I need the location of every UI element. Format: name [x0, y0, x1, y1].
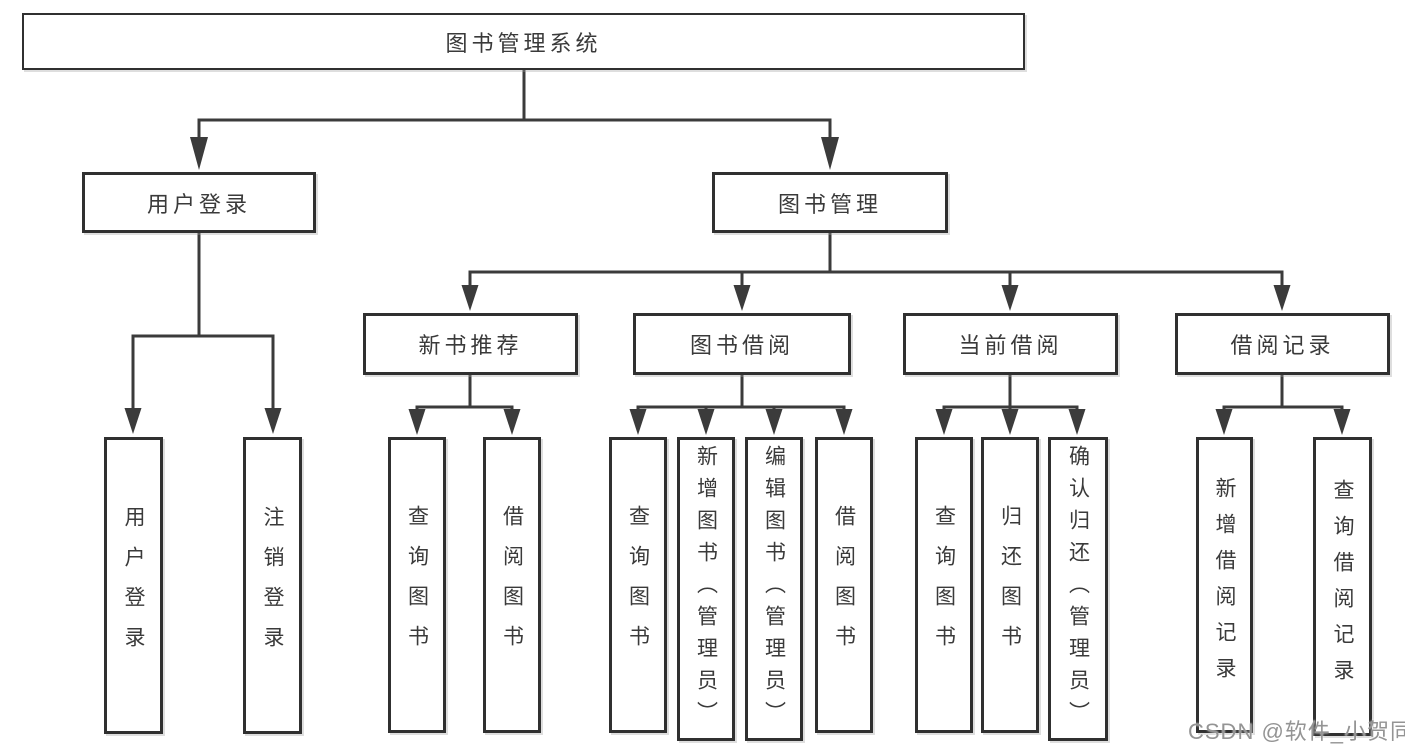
leaf-return-book: 归还图书 [981, 437, 1039, 733]
node-root-system: 图书管理系统 [22, 13, 1025, 70]
leaf-logout: 注销登录 [243, 437, 302, 734]
csdn-watermark: CSDN @软件_小贺同学 [1188, 719, 1405, 744]
leaf-add-borrow-record: 新增借阅记录 [1196, 437, 1253, 733]
node-book-borrowing: 图书借阅 [633, 313, 851, 375]
leaf-query-borrow-record: 查询借阅记录 [1313, 437, 1372, 736]
leaf-user-login: 用户登录 [104, 437, 163, 734]
node-user-login: 用户登录 [82, 172, 316, 233]
leaf-query-books-borrow: 查询图书 [609, 437, 667, 733]
leaf-edit-book-admin: 编辑图书（管理员） [745, 437, 803, 741]
leaf-add-book-admin: 新增图书（管理员） [677, 437, 735, 741]
node-current-borrowing: 当前借阅 [903, 313, 1118, 375]
node-book-management: 图书管理 [712, 172, 948, 233]
leaf-query-books-recommend: 查询图书 [388, 437, 446, 733]
leaf-query-books-current: 查询图书 [915, 437, 973, 733]
leaf-confirm-return-admin: 确认归还（管理员） [1048, 437, 1108, 741]
leaf-borrow-books: 借阅图书 [815, 437, 873, 733]
node-new-book-recommendation: 新书推荐 [363, 313, 578, 375]
node-borrowing-records: 借阅记录 [1175, 313, 1390, 375]
leaf-borrow-books-recommend: 借阅图书 [483, 437, 541, 733]
